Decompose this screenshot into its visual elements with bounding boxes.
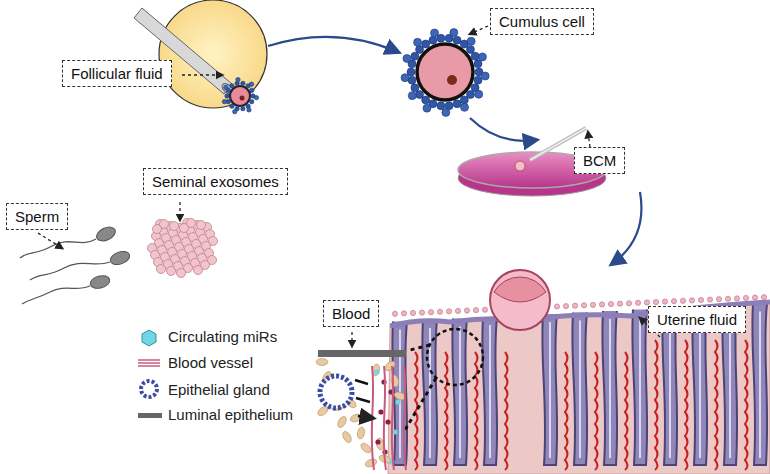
zoom-circle (427, 329, 483, 385)
label-box: Blood (323, 300, 379, 327)
leader-lines (38, 26, 660, 346)
uterine-tissue (388, 302, 770, 474)
sperm (20, 224, 131, 304)
legend-text: Luminal epithelium (168, 406, 293, 423)
label-box: Sperm (6, 203, 68, 230)
blood-inset (316, 350, 407, 470)
label-box: Follicular fluid (62, 60, 172, 87)
label-box: Uterine fluid (648, 306, 746, 333)
blastocyst (490, 270, 550, 330)
label-box: Seminal exosomes (143, 168, 288, 195)
seminal-exosomes (148, 219, 218, 278)
label-text: Sperm (15, 208, 59, 225)
process-arrow (612, 192, 641, 264)
uterine-glands (392, 304, 770, 471)
label-text: BCM (583, 152, 616, 169)
legend-text: Circulating miRs (168, 328, 277, 345)
legend-text: Blood vessel (168, 354, 253, 371)
zoom-line (410, 345, 430, 350)
label-text: Seminal exosomes (152, 173, 279, 190)
label-text: Uterine fluid (657, 311, 737, 328)
legend-text: Epithelial gland (168, 381, 270, 398)
label-text: Blood (332, 305, 370, 322)
label-box: Cumulus cell (490, 8, 594, 35)
legend-symbols (138, 330, 162, 418)
oocyte-in-follicle (222, 77, 258, 113)
label-box: BCM (574, 147, 625, 174)
process-arrow (268, 37, 398, 52)
process-arrow (470, 118, 536, 141)
zoom-line (405, 378, 436, 430)
follicle (159, 0, 267, 108)
label-text: Follicular fluid (71, 65, 163, 82)
cumulus-oocyte-complex (401, 29, 489, 117)
label-text: Cumulus cell (499, 13, 585, 30)
